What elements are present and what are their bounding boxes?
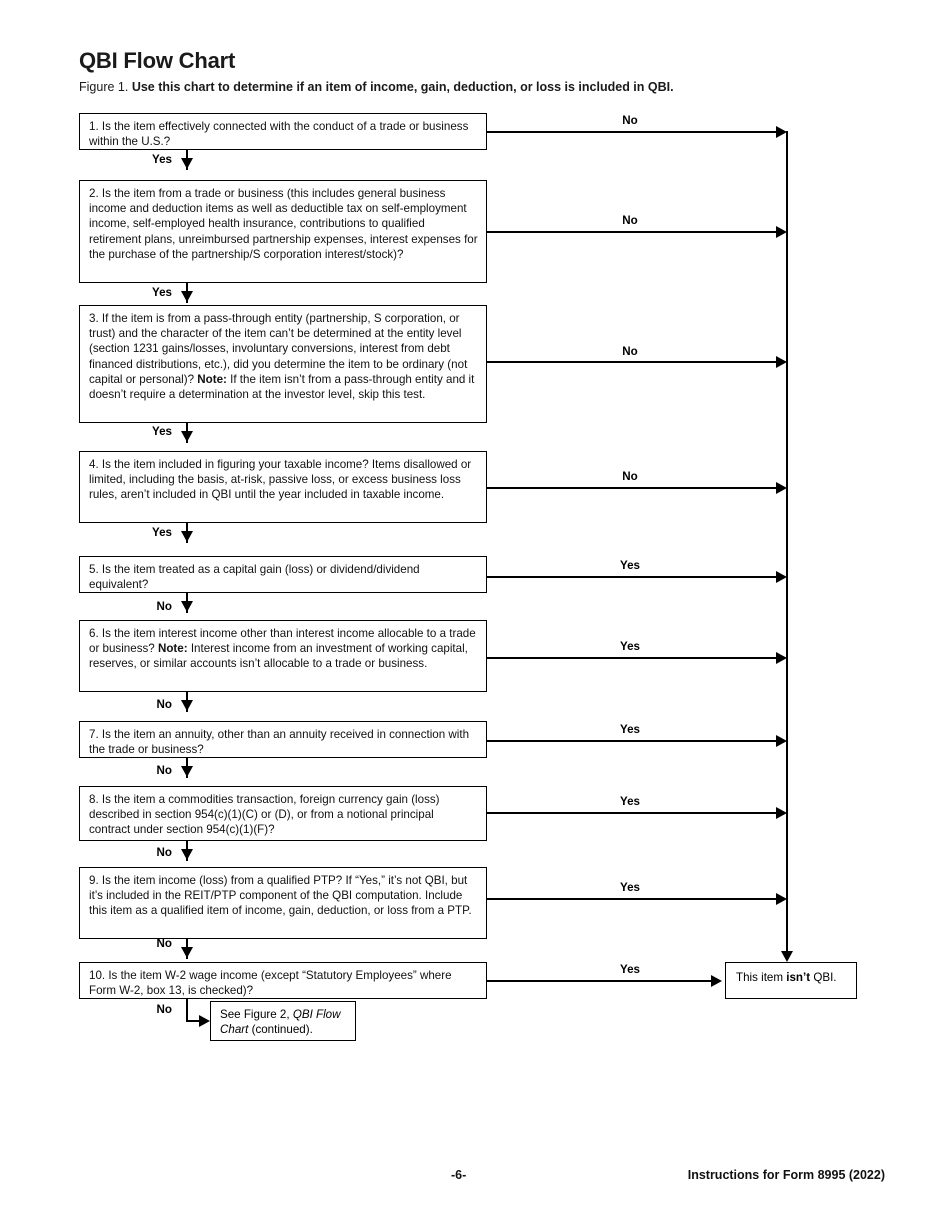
connector-q2-exit-arrowhead: [776, 225, 787, 238]
connector-q9-q10-arrowhead: [180, 947, 193, 958]
connector-q7-q8-arrowhead: [180, 766, 193, 777]
flowchart-node-q4: 4. Is the item included in figuring your…: [79, 451, 487, 523]
q2-text: 2. Is the item from a trade or business …: [89, 187, 478, 261]
connector-q5-q6-arrowhead: [180, 601, 193, 612]
connector-q7-exit-arrowhead: [776, 734, 787, 747]
connector-q8-q9-arrowhead: [180, 849, 193, 860]
branch-label-q5-side: Yes: [620, 559, 640, 572]
connector-q1-exit-line: [487, 131, 781, 133]
flowchart-node-q1: 1. Is the item effectively connected wit…: [79, 113, 487, 150]
q6-note-label: Note:: [157, 642, 188, 656]
isnt-qbi-text-pre: This item: [736, 971, 787, 984]
flowchart-node-q7: 7. Is the item an annuity, other than an…: [79, 721, 487, 758]
connector-q10-exit-line: [487, 980, 715, 982]
connector-q5-exit-line: [487, 576, 781, 578]
branch-label-q6-down: No: [156, 698, 172, 711]
q10-text: 10. Is the item W-2 wage income (except …: [89, 969, 452, 998]
flowchart-node-q5: 5. Is the item treated as a capital gain…: [79, 556, 487, 593]
q9-text: 9. Is the item income (loss) from a qual…: [89, 874, 472, 918]
flowchart-node-q8: 8. Is the item a commodities transaction…: [79, 786, 487, 841]
connector-q10-fig2-hline: [186, 1020, 208, 1022]
connector-q9-exit-arrowhead: [776, 892, 787, 905]
connector-q10-exit-arrowhead: [711, 974, 722, 987]
page-number: -6-: [451, 1168, 467, 1182]
collector-spine-line: [786, 131, 788, 955]
branch-label-q4-down: Yes: [152, 526, 172, 539]
flowchart-node-q9: 9. Is the item income (loss) from a qual…: [79, 867, 487, 939]
connector-q5-exit-arrowhead: [776, 570, 787, 583]
branch-label-q7-side: Yes: [620, 723, 640, 736]
branch-label-q6-side: Yes: [620, 640, 640, 653]
q7-text: 7. Is the item an annuity, other than an…: [89, 728, 470, 757]
connector-q10-fig2-vline: [186, 999, 188, 1021]
terminal-node-isnt-qbi: This item isn’t QBI.: [725, 962, 857, 999]
figure2-text-pre: See Figure 2,: [220, 1008, 293, 1021]
q5-text: 5. Is the item treated as a capital gain…: [89, 563, 420, 592]
figure2-text-post: (continued).: [248, 1023, 313, 1037]
branch-label-q7-down: No: [156, 764, 172, 777]
connector-q4-exit-arrowhead: [776, 481, 787, 494]
connector-q6-q7-arrowhead: [180, 700, 193, 711]
branch-label-q10-down: No: [156, 1003, 172, 1016]
connector-q4-q5-arrowhead: [180, 531, 193, 542]
connector-q8-exit-line: [487, 812, 781, 814]
connector-q2-exit-line: [487, 231, 781, 233]
branch-label-q1-side: No: [622, 114, 638, 127]
footer-form-reference: Instructions for Form 8995 (2022): [687, 1168, 885, 1182]
q8-text: 8. Is the item a commodities transaction…: [89, 793, 440, 837]
branch-label-q3-side: No: [622, 345, 638, 358]
connector-q6-exit-arrowhead: [776, 651, 787, 664]
flowchart-node-q2: 2. Is the item from a trade or business …: [79, 180, 487, 283]
branch-label-q2-side: No: [622, 214, 638, 227]
connector-q3-q4-arrowhead: [180, 431, 193, 442]
connector-q3-exit-line: [487, 361, 781, 363]
terminal-node-see-figure-2: See Figure 2, QBI Flow Chart (continued)…: [210, 1001, 356, 1041]
page-title: QBI Flow Chart: [79, 48, 236, 73]
isnt-qbi-text-bold: isn’t: [786, 971, 811, 984]
flowchart-node-q10: 10. Is the item W-2 wage income (except …: [79, 962, 487, 999]
flowchart-node-q3: 3. If the item is from a pass-through en…: [79, 305, 487, 423]
figure-caption-text: Use this chart to determine if an item o…: [131, 80, 674, 94]
q6-text-pre: 6. Is the item interest income other tha…: [89, 627, 476, 656]
branch-label-q8-side: Yes: [620, 795, 640, 808]
flowchart-node-q6: 6. Is the item interest income other tha…: [79, 620, 487, 692]
branch-label-q2-down: Yes: [152, 286, 172, 299]
connector-q8-exit-arrowhead: [776, 806, 787, 819]
connector-q6-exit-line: [487, 657, 781, 659]
branch-label-q5-down: No: [156, 600, 172, 613]
figure-label: Figure 1.: [79, 80, 129, 94]
figure2-text-italic: QBI Flow Chart: [220, 1008, 341, 1037]
q3-note-label: Note:: [197, 372, 227, 386]
branch-label-q3-down: Yes: [152, 425, 172, 438]
figure-caption: Figure 1. Use this chart to determine if…: [79, 80, 674, 94]
connector-q1-exit-arrowhead: [776, 125, 787, 138]
collector-spine-arrowhead: [780, 951, 793, 962]
connector-q10-fig2-arrowhead: [199, 1015, 210, 1027]
connector-q3-exit-arrowhead: [776, 355, 787, 368]
branch-label-q10-side: Yes: [620, 963, 640, 976]
q4-text: 4. Is the item included in figuring your…: [89, 458, 472, 502]
connector-q9-exit-line: [487, 898, 781, 900]
branch-label-q9-down: No: [156, 937, 172, 950]
q1-text: 1. Is the item effectively connected wit…: [89, 120, 469, 149]
connector-q2-q3-arrowhead: [180, 291, 193, 302]
branch-label-q4-side: No: [622, 470, 638, 483]
isnt-qbi-text-post: QBI.: [810, 971, 837, 984]
q6-text-post: Interest income from an investment of wo…: [89, 642, 468, 671]
connector-q7-exit-line: [487, 740, 781, 742]
connector-q4-exit-line: [487, 487, 781, 489]
q3-text-post: If the item isn’t from a pass-through en…: [89, 372, 475, 402]
q3-text-pre: 3. If the item is from a pass-through en…: [89, 312, 468, 386]
connector-q1-q2-arrowhead: [180, 158, 193, 169]
branch-label-q1-down: Yes: [152, 153, 172, 166]
branch-label-q8-down: No: [156, 846, 172, 859]
branch-label-q9-side: Yes: [620, 881, 640, 894]
